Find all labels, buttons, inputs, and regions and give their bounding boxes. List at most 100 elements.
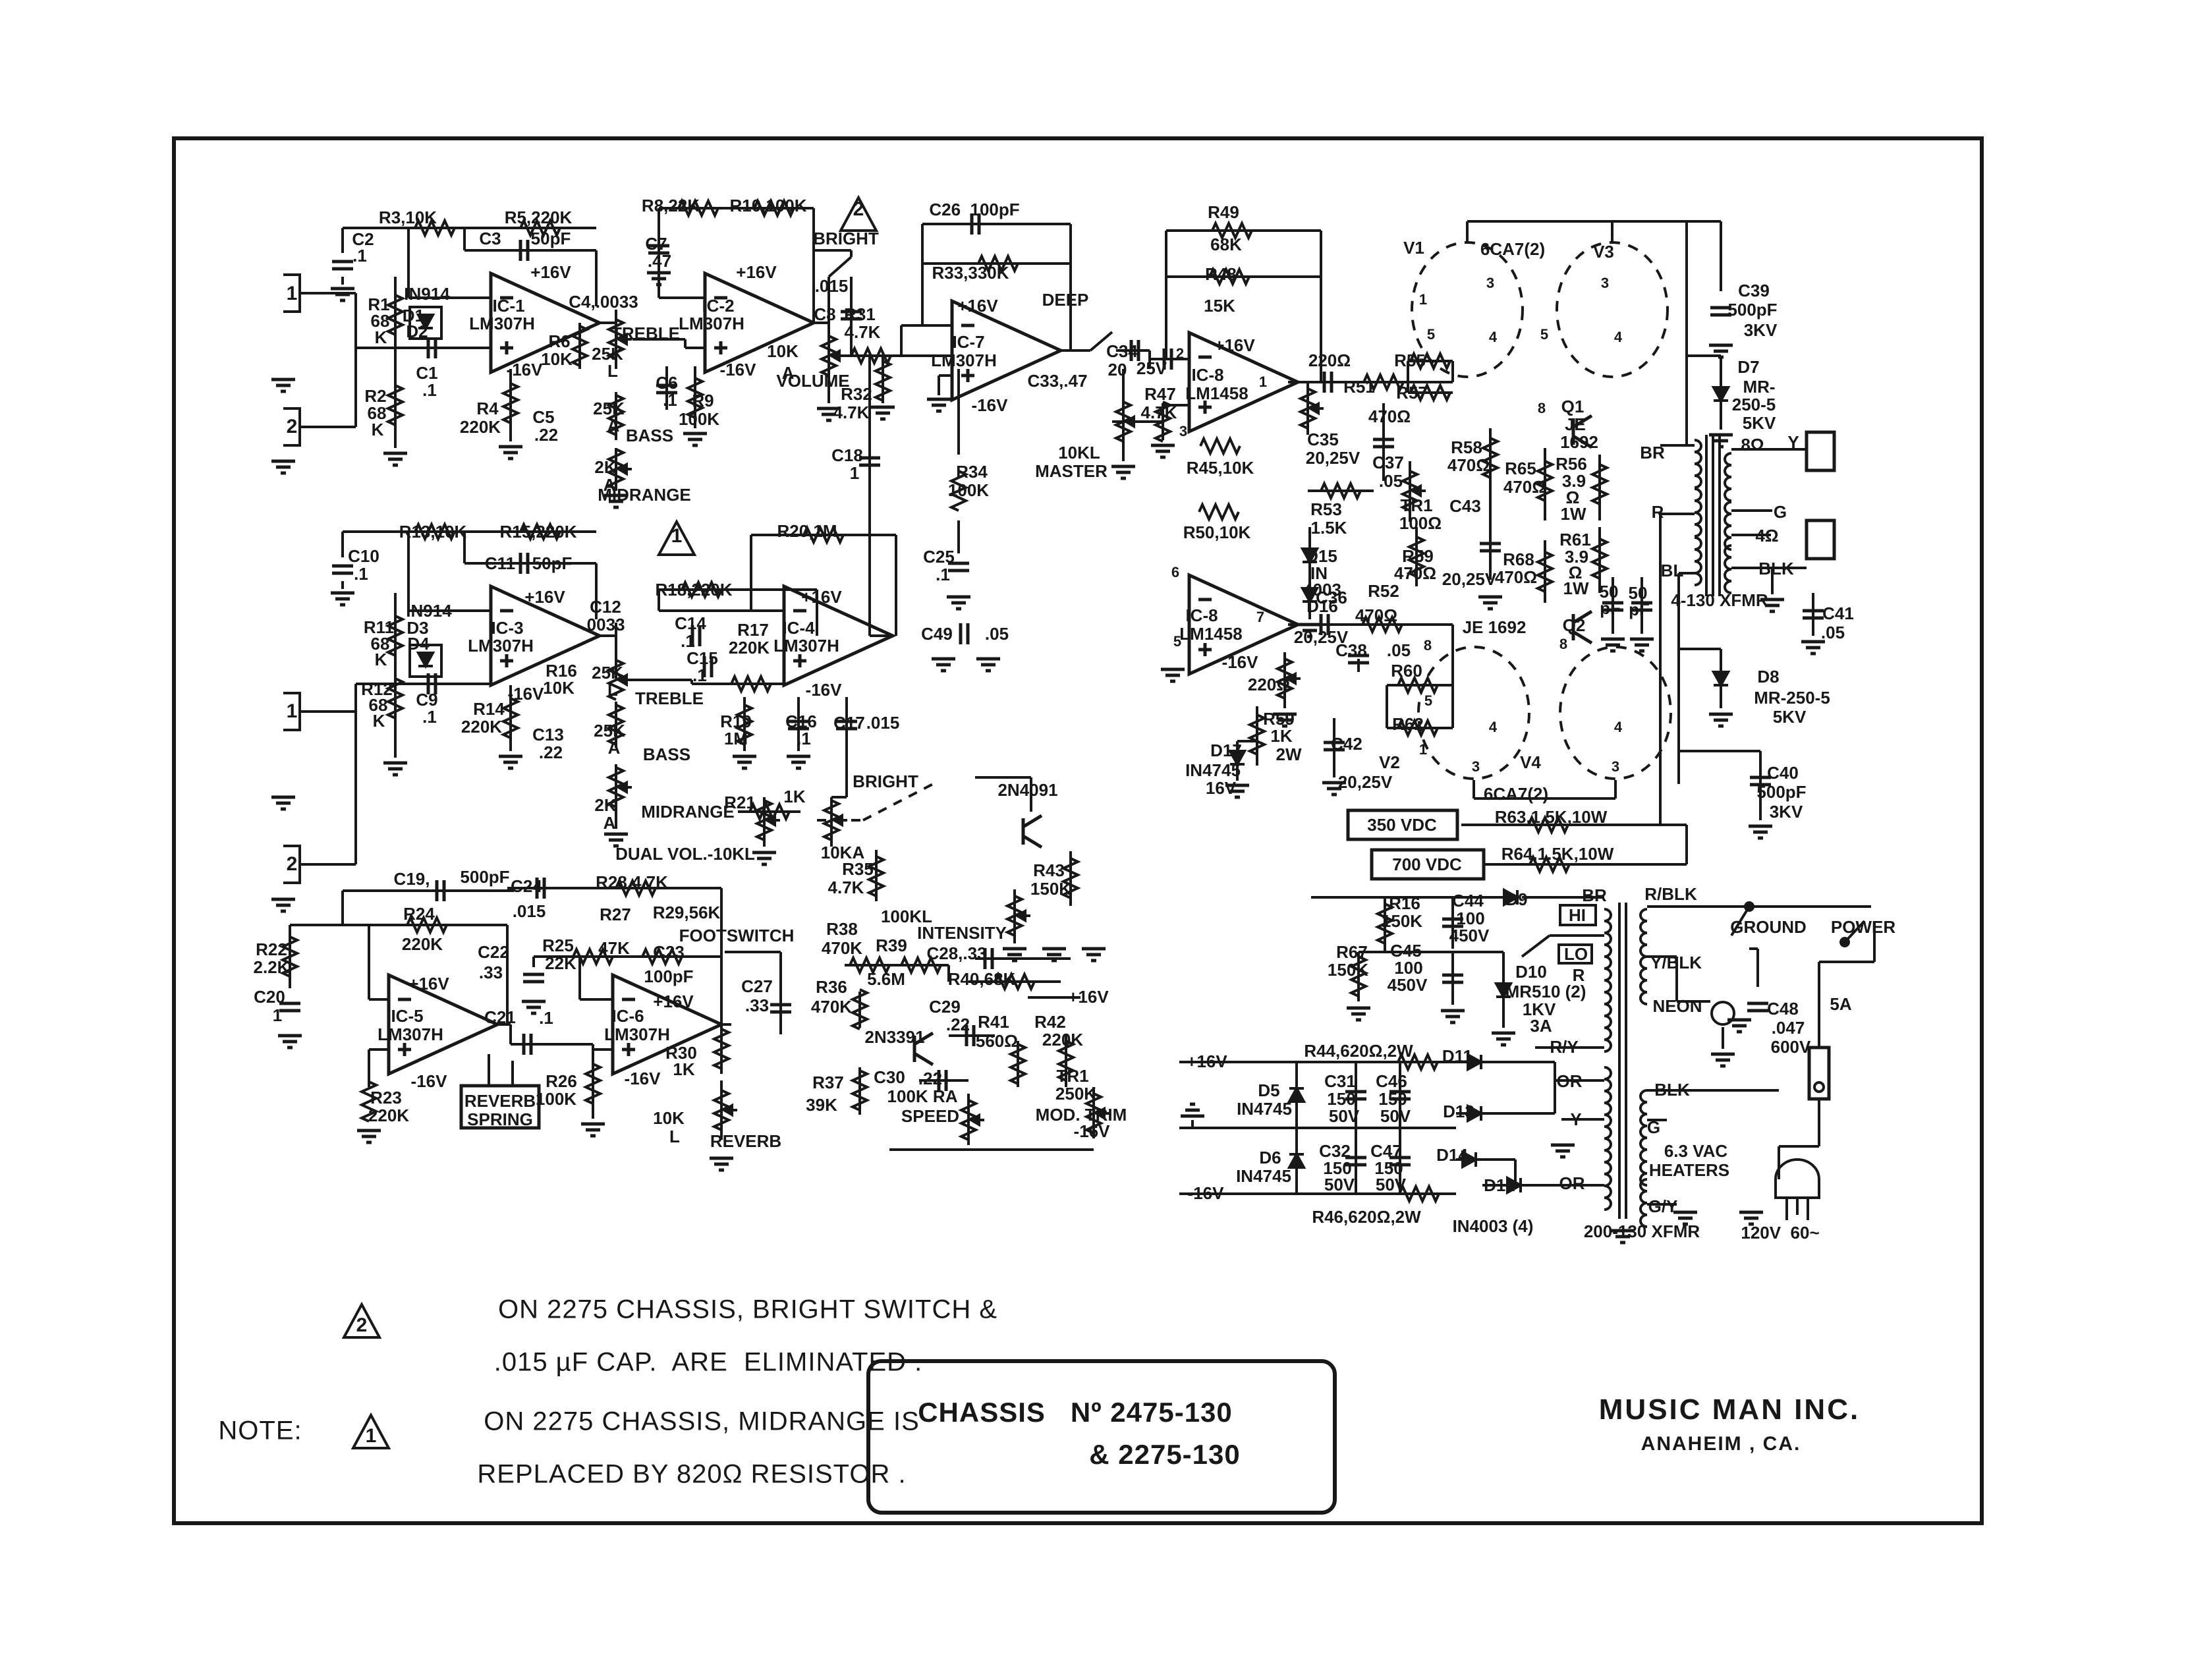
- schematic-label: A: [603, 475, 616, 495]
- schematic-label: FOOTSWITCH: [679, 926, 795, 945]
- schematic-label: 500pF: [460, 867, 510, 887]
- schematic-label: LM307H: [378, 1024, 443, 1044]
- schematic-label: 10K: [543, 678, 575, 698]
- schematic-label: .1: [681, 631, 695, 651]
- schematic-label: R16: [1389, 893, 1420, 913]
- schematic-label: OR: [1556, 1071, 1583, 1091]
- schematic-label: 1.5K: [1310, 518, 1347, 538]
- schematic-label: IN: [1310, 563, 1328, 583]
- schematic-label: R26: [546, 1071, 577, 1091]
- schematic-label: R51: [1343, 377, 1375, 397]
- schematic-label: R10,100K: [729, 196, 807, 215]
- schematic-label: 1: [1258, 374, 1268, 390]
- schematic-label: IN914: [404, 284, 450, 304]
- schematic-label: 4.7K: [1140, 403, 1177, 422]
- schematic-label: C1: [416, 363, 438, 383]
- schematic-label: R62: [1392, 714, 1424, 734]
- schematic-label: 8Ω: [1741, 435, 1764, 455]
- schematic-label: 100KL: [880, 907, 933, 926]
- schematic-label: R63,1.5K,10W: [1494, 807, 1608, 827]
- schematic-label: R31: [844, 304, 876, 324]
- schematic-label: R39: [876, 936, 907, 955]
- schematic-label: 50V: [1375, 1175, 1407, 1194]
- schematic-label: R45,10K: [1186, 458, 1254, 478]
- schematic-label: 220Ω: [1247, 675, 1291, 694]
- schematic-label: C9: [416, 690, 438, 710]
- schematic-label: R25: [542, 936, 574, 955]
- schematic-label: SPRING: [467, 1109, 533, 1129]
- schematic-label: MIDRANGE: [641, 802, 735, 822]
- schematic-label: Ω: [1568, 563, 1583, 582]
- schematic-label: BRIGHT: [813, 229, 879, 248]
- schematic-label: R14: [473, 699, 505, 719]
- schematic-label: -16V: [971, 395, 1008, 415]
- schematic-label: 2: [853, 198, 864, 220]
- schematic-label: 50: [1599, 582, 1619, 602]
- schematic-label: C5: [532, 407, 555, 427]
- schematic-label: 3KV: [1743, 320, 1778, 340]
- schematic-label: D13: [1443, 1102, 1474, 1121]
- schematic-label: pF: [1629, 600, 1650, 619]
- schematic-label: IC-3: [491, 618, 524, 638]
- schematic-label: 68: [367, 403, 387, 423]
- schematic-label: 8: [1423, 637, 1432, 654]
- schematic-label: 500pF: [1756, 782, 1807, 802]
- schematic-label: 2N4091: [997, 780, 1058, 800]
- schematic-label: 50V: [1328, 1106, 1360, 1126]
- schematic-label: R16: [546, 661, 577, 681]
- schematic-label: 1W: [1563, 578, 1589, 598]
- schematic-label: 1: [1418, 741, 1428, 758]
- schematic-label: 1K: [1270, 726, 1293, 746]
- schematic-label: R38: [826, 919, 858, 939]
- note-label: NOTE:: [218, 1416, 302, 1445]
- schematic-label: C16: [785, 712, 817, 731]
- schematic-label: 100K RA: [887, 1086, 958, 1106]
- schematic-label: 470Ω: [1393, 563, 1437, 583]
- schematic-label: 68: [368, 695, 388, 715]
- schematic-label: G: [1773, 502, 1787, 522]
- schematic-label: MASTER: [1035, 461, 1108, 481]
- schematic-label: V1: [1403, 238, 1424, 258]
- schematic-label: 470K: [810, 997, 853, 1017]
- schematic-label: R53: [1310, 499, 1342, 519]
- wires-master-section: [921, 213, 1322, 681]
- schematic-label: R34: [956, 462, 988, 482]
- schematic-label: POWER: [1830, 917, 1896, 937]
- schematic-label: 39K: [806, 1095, 837, 1115]
- schematic-label: 6.3 VAC: [1664, 1141, 1728, 1161]
- schematic-label: C10: [348, 546, 379, 566]
- schematic-label: A: [607, 416, 620, 435]
- wires-power-supply: [1179, 889, 1876, 1243]
- schematic-label: C38: [1335, 640, 1367, 660]
- wires-power-amp: [1225, 220, 1836, 881]
- schematic-label: 1: [671, 525, 683, 547]
- note-2-line2: .015 µF CAP. ARE ELIMINATED .: [493, 1347, 923, 1377]
- schematic-label: R42: [1034, 1012, 1066, 1032]
- schematic-label: .05: [1378, 471, 1403, 491]
- schematic-label: C36: [1316, 588, 1347, 607]
- schematic-label: LM307H: [468, 636, 534, 656]
- schematic-label: 2: [1175, 345, 1185, 362]
- schematic-label: .015: [866, 713, 900, 733]
- schematic-label: IC-8: [1185, 605, 1218, 625]
- schematic-label: Y/BLK: [1650, 953, 1702, 972]
- schematic-label: 4: [1488, 329, 1498, 345]
- schematic-label: C13: [532, 725, 564, 744]
- schematic-label: D5: [1258, 1080, 1280, 1100]
- schematic-label: DUAL VOL.-10KL: [615, 844, 755, 864]
- schematic-label: 5KV: [1742, 413, 1776, 433]
- schematic-label: +16V: [653, 992, 694, 1011]
- schematic-label: 3KV: [1769, 802, 1803, 822]
- schematic-label: 6CA7(2): [1480, 239, 1546, 259]
- schematic-label: 50V: [1380, 1106, 1411, 1126]
- schematic-label: D16: [1306, 596, 1338, 616]
- schematic-label: IC-2: [702, 296, 735, 316]
- schematic-label: 6CA7(2): [1483, 784, 1549, 804]
- schematic-label: 100: [1394, 958, 1423, 978]
- schematic-label: TREBLE: [611, 323, 680, 343]
- schematic-label: R21: [724, 793, 756, 812]
- schematic-label: D12: [1484, 1175, 1515, 1195]
- schematic-label: 4Ω: [1755, 526, 1779, 546]
